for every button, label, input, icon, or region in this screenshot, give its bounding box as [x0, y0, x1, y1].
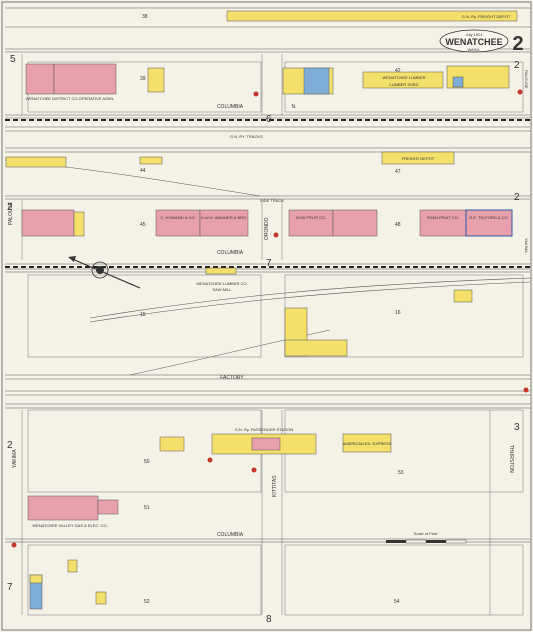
bldg-16-small: [453, 289, 473, 303]
scale-label: Scale of Feet.: [414, 531, 439, 536]
bldg-american-express: [342, 433, 392, 453]
block-53: 53: [398, 470, 404, 476]
side-number-2-left-upper: 2: [7, 202, 13, 213]
bldg-ryan: [419, 209, 467, 237]
bldg-valley-gas: [27, 495, 99, 521]
bldg-coop-1: [25, 63, 55, 95]
block-outlines: [27, 61, 524, 616]
map-state: WASH.: [468, 47, 481, 52]
bldg-valley-gas-2: [97, 499, 119, 515]
side-number-2-right-top: 2: [514, 60, 520, 71]
bldg-station-brick: [251, 437, 281, 451]
street-thurston: THURSTON: [508, 445, 514, 473]
block-44: 44: [140, 168, 146, 174]
bldg-freight-depot: [381, 151, 455, 165]
bldg-howard: [155, 209, 201, 237]
street-palouse-left: PALOUSE: [8, 201, 14, 225]
block-39: 39: [140, 76, 146, 82]
label-howard: C. HOWARD & CO.: [160, 215, 195, 220]
label-american-express: AMERICAN EX. EXPRESS: [343, 441, 392, 446]
bldg-42-stone: [303, 67, 330, 95]
street-n-marker: N.: [292, 104, 297, 110]
label-lumber-shed: LUMBER SHED: [390, 82, 419, 87]
bldg-52-frame: [29, 574, 43, 584]
side-number-2-left-lower: 2: [7, 440, 13, 451]
block-51: 51: [144, 505, 150, 511]
street-columbia-3: COLUMBIA: [217, 532, 244, 538]
bldg-warehouse: [332, 209, 378, 237]
side-number-6: 6: [266, 114, 272, 125]
block-15: 15: [140, 312, 146, 318]
bldg-45-left: [21, 209, 75, 237]
bldg-telford-outline: [465, 209, 513, 237]
street-yakima-top: YAKIMA: [524, 238, 529, 253]
street-orondo: ORONDO: [264, 217, 270, 240]
street-yakima-left: YAKIMA: [12, 449, 18, 468]
street-columbia-2: COLUMBIA: [217, 250, 244, 256]
bldg-lumber-co: [205, 267, 237, 275]
bldg-45-frame: [73, 211, 85, 237]
label-freight-depot: FREIGHT DEPOT: [402, 156, 435, 161]
label-valley-gas: WENATCHEE VALLEY GAS & ELEC. CO.: [32, 523, 107, 528]
bldg-16-horizontal: [284, 339, 348, 357]
block-52: 52: [144, 599, 150, 605]
street-palouse-top: PALOUSE: [524, 70, 529, 89]
bldg-coop-2: [53, 63, 117, 95]
bldg-telford: [465, 209, 513, 237]
label-telford: R.E. TELFORD & CO.: [469, 215, 509, 220]
bldg-row2-left: [5, 156, 67, 168]
block-50: 50: [144, 459, 150, 465]
label-dow-fruit: DOW FRUIT CO.: [296, 215, 327, 220]
side-number-7-bottom: 7: [7, 582, 13, 593]
title-cartouche: [439, 29, 509, 53]
bldg-52-small-1: [67, 559, 78, 573]
block-47: 47: [395, 169, 401, 175]
gn-freight-depot-top: [226, 10, 518, 22]
label-gn-track: G.N. RY. TRACKS: [230, 134, 263, 139]
label-ryan-fruit: RYAN FRUIT CO.: [427, 215, 459, 220]
side-number-2-right-mid: 2: [514, 192, 520, 203]
bldg-50-small: [159, 436, 185, 452]
label-saw-mill: SAW MILL: [213, 287, 233, 292]
block-48: 48: [395, 222, 401, 228]
scale-bar: [386, 539, 467, 544]
hydrants: [11, 89, 529, 548]
label-gn-freight-top: G.N. Ry. FREIGHT DEPOT: [462, 14, 511, 19]
spur-track-curve: [89, 277, 531, 319]
label-coop: WENATCHEE DISTRICT CO-OPERATIVE ASSN.: [26, 96, 115, 101]
bldg-wagner: [199, 209, 249, 237]
street-columbia-1: COLUMBIA: [217, 104, 244, 110]
side-number-8: 8: [266, 614, 272, 625]
map-city: WENATCHEE: [445, 37, 502, 47]
bldg-52-small-2: [95, 591, 107, 605]
sheet-number: 2: [512, 33, 523, 55]
label-wagner: G.W.H. WAGNER & BRO.: [201, 215, 248, 220]
label-side-track: SIDE TRACK: [260, 198, 284, 203]
label-passenger-station: G.N. Ry. PASSENGER STATION: [235, 427, 294, 432]
map-date: July 1901: [465, 32, 483, 37]
bldg-lumber-small: [452, 76, 464, 88]
bldg-dow-fruit: [288, 209, 334, 237]
side-number-5: 5: [10, 54, 16, 65]
spur-track-curve-2: [89, 281, 531, 323]
bldg-row2-small: [139, 156, 163, 165]
block-45: 45: [140, 222, 146, 228]
compass-rose: [68, 256, 141, 289]
block-54: 54: [394, 599, 400, 605]
bldg-wenatchee-lumber: [362, 71, 444, 89]
side-number-3-right: 3: [514, 422, 520, 433]
label-wenatchee-lumber: WENATCHEE LUMBER: [382, 75, 425, 80]
block-16: 16: [395, 310, 401, 316]
label-lumber-co: WENATCHEE LUMBER CO.: [196, 281, 247, 286]
bldg-39: [147, 67, 165, 93]
street-kittitas: KITTITAS: [272, 475, 278, 497]
block-42: 42: [395, 68, 401, 74]
side-number-7-top: 7: [266, 258, 272, 269]
label-factory: FACTORY: [220, 375, 244, 381]
block-38: 38: [142, 14, 148, 20]
